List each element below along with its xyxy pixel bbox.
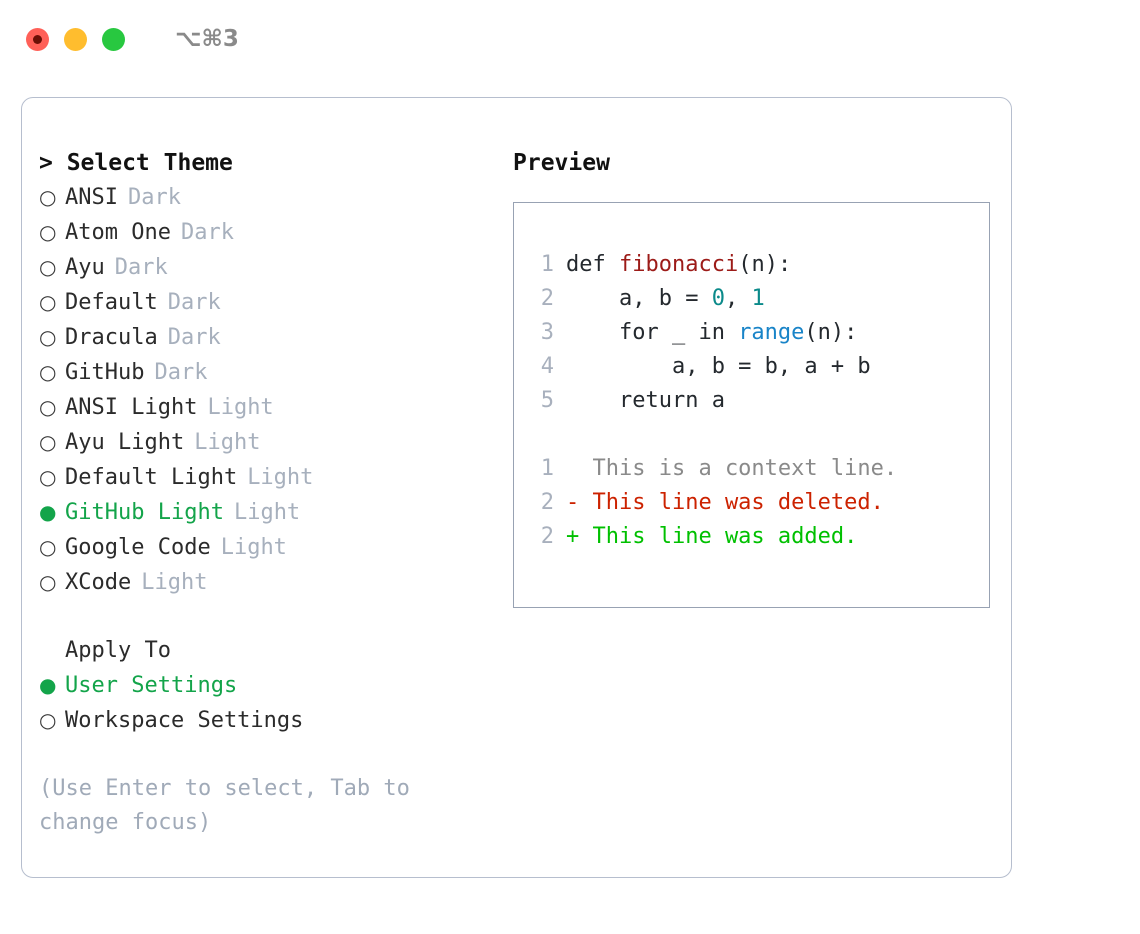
line-number: 5 bbox=[540, 388, 554, 413]
code-line: 5 return a bbox=[528, 384, 989, 418]
line-number: 4 bbox=[540, 354, 554, 379]
list-item[interactable]: ○ GitHub Dark bbox=[39, 355, 492, 390]
theme-variant: Dark bbox=[180, 220, 234, 245]
list-item[interactable]: ○ ANSI Light Light bbox=[39, 390, 492, 425]
line-number: 2 bbox=[540, 490, 554, 515]
code-line: 1 def fibonacci(n): bbox=[528, 248, 989, 282]
zoom-button[interactable] bbox=[102, 27, 125, 51]
theme-name: Atom One bbox=[65, 220, 171, 245]
theme-name: Default Light bbox=[65, 465, 238, 490]
list-item-selected[interactable]: ● GitHub Light Light bbox=[39, 495, 492, 530]
theme-name: XCode bbox=[65, 570, 132, 595]
list-item[interactable]: ○ Ayu Light Light bbox=[39, 425, 492, 460]
line-number: 1 bbox=[540, 252, 554, 277]
line-number: 2 bbox=[540, 286, 554, 311]
radio-icon[interactable]: ○ bbox=[39, 255, 57, 279]
preview-column: Preview 1 def fibonacci(n): 2 a, b = 0, … bbox=[492, 146, 1011, 877]
close-button[interactable] bbox=[26, 27, 49, 51]
apply-target-label: Workspace Settings bbox=[65, 708, 304, 733]
radio-icon[interactable]: ○ bbox=[39, 535, 57, 559]
theme-name: Ayu Light bbox=[65, 430, 185, 455]
theme-variant: Light bbox=[194, 430, 261, 455]
traffic-lights bbox=[26, 27, 125, 51]
theme-name: Google Code bbox=[65, 535, 211, 560]
list-item[interactable]: ○ Dracula Dark bbox=[39, 320, 492, 355]
theme-variant: Light bbox=[233, 500, 301, 525]
code-diff-separator bbox=[528, 418, 989, 452]
theme-name: ANSI bbox=[65, 185, 118, 210]
list-item[interactable]: ○ Google Code Light bbox=[39, 530, 492, 565]
list-item[interactable]: ○ Ayu Dark bbox=[39, 250, 492, 285]
line-number: 3 bbox=[540, 320, 554, 345]
diff-line-deleted: 2 - This line was deleted. bbox=[528, 486, 989, 520]
radio-icon-selected[interactable]: ● bbox=[39, 500, 57, 524]
radio-icon[interactable]: ○ bbox=[39, 185, 57, 209]
theme-variant: Dark bbox=[154, 360, 208, 385]
code-content: def fibonacci(n): bbox=[566, 252, 792, 277]
line-number: 2 bbox=[540, 524, 554, 549]
radio-icon[interactable]: ○ bbox=[39, 430, 57, 454]
theme-variant: Dark bbox=[167, 325, 221, 350]
apply-to-header: Apply To bbox=[65, 638, 171, 663]
theme-variant: Light bbox=[207, 395, 274, 420]
radio-icon[interactable]: ○ bbox=[39, 290, 57, 314]
list-item[interactable]: ○ Default Dark bbox=[39, 285, 492, 320]
list-item[interactable]: ○ ANSI Dark bbox=[39, 180, 492, 215]
select-theme-header: > Select Theme bbox=[39, 150, 233, 176]
code-line: 3 for _ in range(n): bbox=[528, 316, 989, 350]
radio-icon-selected[interactable]: ● bbox=[39, 673, 57, 697]
theme-name: GitHub Light bbox=[65, 500, 224, 525]
radio-icon[interactable]: ○ bbox=[39, 570, 57, 594]
diff-line-context: 1 This is a context line. bbox=[528, 452, 989, 486]
list-item[interactable]: ○ Default Light Light bbox=[39, 460, 492, 495]
theme-variant: Dark bbox=[167, 290, 221, 315]
list-item-selected[interactable]: ● User Settings bbox=[39, 668, 492, 703]
code-line: 2 a, b = 0, 1 bbox=[528, 282, 989, 316]
line-number: 1 bbox=[540, 456, 554, 481]
theme-variant: Light bbox=[220, 535, 287, 560]
radio-icon[interactable]: ○ bbox=[39, 708, 57, 732]
diff-content: This is a context line. bbox=[566, 456, 898, 481]
theme-variant: Light bbox=[247, 465, 314, 490]
apply-target-label: User Settings bbox=[65, 673, 238, 698]
keyboard-shortcut-label: ⌥⌘3 bbox=[175, 26, 239, 52]
radio-icon[interactable]: ○ bbox=[39, 220, 57, 244]
code-line: 4 a, b = b, a + b bbox=[528, 350, 989, 384]
list-item[interactable]: ○ Atom One Dark bbox=[39, 215, 492, 250]
diff-content: + This line was added. bbox=[566, 524, 858, 549]
diff-line-added: 2 + This line was added. bbox=[528, 520, 989, 554]
theme-name: Dracula bbox=[65, 325, 158, 350]
code-content: a, b = b, a + b bbox=[566, 354, 871, 379]
radio-icon[interactable]: ○ bbox=[39, 360, 57, 384]
theme-name: Ayu bbox=[65, 255, 105, 280]
main-panel: > Select Theme ○ ANSI Dark ○ Atom One Da… bbox=[21, 97, 1012, 878]
radio-icon[interactable]: ○ bbox=[39, 325, 57, 349]
diff-content: - This line was deleted. bbox=[566, 490, 884, 515]
theme-variant: Dark bbox=[114, 255, 168, 280]
apply-to-list: ● User Settings ○ Workspace Settings bbox=[39, 668, 492, 738]
list-gap bbox=[39, 600, 492, 634]
code-content: for _ in range(n): bbox=[566, 320, 858, 345]
radio-icon[interactable]: ○ bbox=[39, 465, 57, 489]
theme-name: ANSI Light bbox=[65, 395, 198, 420]
minimize-button[interactable] bbox=[64, 27, 87, 51]
preview-title: Preview bbox=[513, 150, 610, 176]
preview-code-box: 1 def fibonacci(n): 2 a, b = 0, 1 3 for … bbox=[513, 202, 990, 608]
keyboard-hint-text: (Use Enter to select, Tab to change focu… bbox=[39, 776, 410, 835]
theme-variant: Dark bbox=[127, 185, 181, 210]
hint-gap bbox=[39, 738, 492, 772]
theme-variant: Light bbox=[141, 570, 208, 595]
code-content: a, b = 0, 1 bbox=[566, 286, 765, 311]
theme-name: GitHub bbox=[65, 360, 145, 385]
title-bar: ⌥⌘3 bbox=[0, 0, 1140, 78]
theme-list: ○ ANSI Dark ○ Atom One Dark ○ Ayu Dark bbox=[39, 180, 492, 600]
panel-columns: > Select Theme ○ ANSI Dark ○ Atom One Da… bbox=[22, 98, 1011, 877]
code-content: return a bbox=[566, 388, 725, 413]
theme-name: Default bbox=[65, 290, 158, 315]
radio-icon[interactable]: ○ bbox=[39, 395, 57, 419]
list-item[interactable]: ○ XCode Light bbox=[39, 565, 492, 600]
theme-picker-column: > Select Theme ○ ANSI Dark ○ Atom One Da… bbox=[22, 146, 492, 877]
list-item[interactable]: ○ Workspace Settings bbox=[39, 703, 492, 738]
